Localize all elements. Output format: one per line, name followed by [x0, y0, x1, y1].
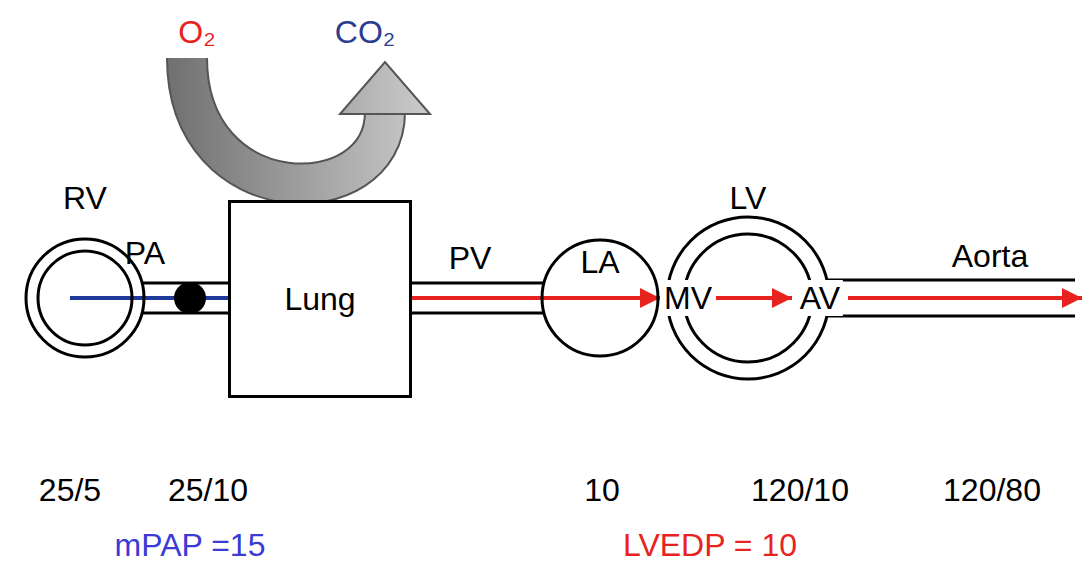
blood-flow-arrow [716, 296, 792, 300]
valve-label: MV [661, 280, 715, 316]
node-label: Lung [231, 283, 409, 315]
node-label: RV [25, 182, 145, 214]
chamber-wall [542, 240, 658, 356]
pressure-value: 25/10 [168, 472, 248, 508]
vessel-label: PV [449, 240, 492, 276]
vessel-wall [412, 282, 544, 285]
node-label: LV [666, 182, 830, 214]
gas-exchange-arrow [187, 58, 385, 184]
pressure-value: 10 [584, 472, 620, 508]
vessel-label: Aorta [952, 238, 1028, 274]
blood-flow-line [412, 296, 660, 300]
valve-label: AV [797, 280, 843, 316]
pulmonary-valve-dot [174, 282, 206, 314]
heart-chamber: LV [666, 176, 830, 382]
organ-box: Lung [228, 200, 412, 398]
pressure-value: 120/80 [943, 472, 1041, 508]
blood-flow-arrow [848, 296, 1082, 300]
gas-label: CO₂ [335, 14, 395, 50]
vessel-label: PA [125, 235, 165, 271]
vessel-wall [412, 312, 544, 315]
pressure-summary: mPAP =15 [115, 527, 266, 563]
vessel-wall [828, 279, 1075, 282]
chamber-inner-wall [38, 251, 132, 345]
pressure-summary: LVEDP = 10 [623, 527, 797, 563]
heart-chamber: LA [540, 238, 660, 358]
blood-flow-line [70, 296, 145, 300]
vessel-wall [828, 315, 1075, 318]
node-label: LA [540, 246, 660, 278]
gas-label: O₂ [178, 14, 215, 50]
pressure-value: 120/10 [751, 472, 849, 508]
pressure-value: 25/5 [39, 472, 101, 508]
gas-exchange-arrow-outline [187, 58, 385, 184]
gas-exchange-arrowhead [340, 62, 430, 114]
